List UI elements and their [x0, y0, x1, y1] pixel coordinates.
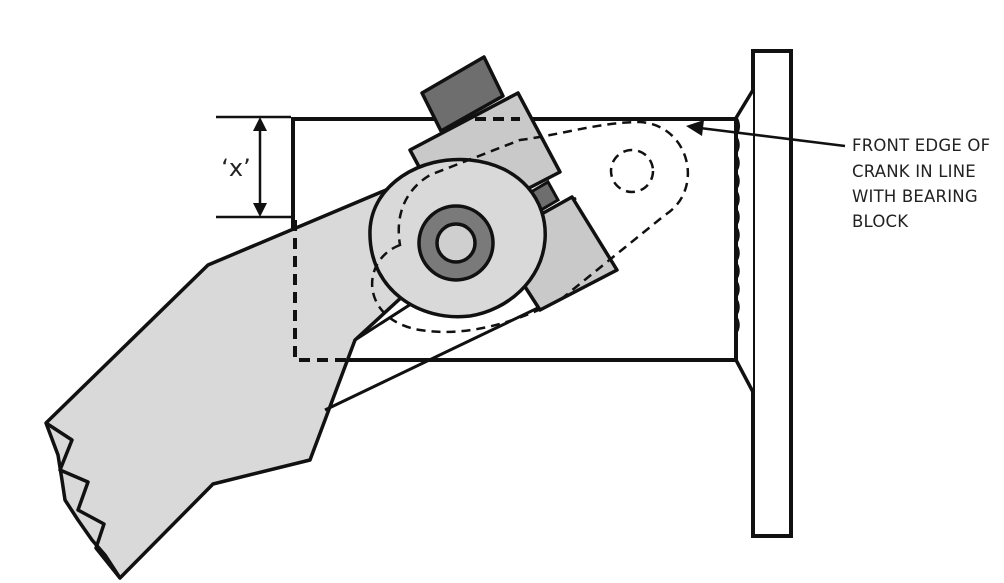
- hidden-bearing-outline: [293, 117, 520, 362]
- dimension-x: ‘x’: [216, 115, 291, 219]
- callout-line-2: CRANK IN LINE: [852, 162, 976, 181]
- vertical-post: [751, 49, 793, 538]
- arm-break-edge: [45, 421, 122, 580]
- callout-line-3: WITH BEARING: [852, 187, 978, 206]
- dimension-x-label: ‘x’: [221, 154, 250, 182]
- callout-leader: [686, 120, 846, 148]
- clamp-nut: [420, 55, 505, 133]
- callout-line-1: FRONT EDGE OF: [852, 136, 990, 155]
- callout-text: FRONT EDGE OF CRANK IN LINE WITH BEARING…: [852, 136, 990, 231]
- callout-line-4: BLOCK: [852, 212, 909, 231]
- hidden-pivot-hole: [609, 148, 655, 194]
- bolt-washer: [417, 204, 495, 282]
- hidden-crank-outline: [370, 120, 690, 334]
